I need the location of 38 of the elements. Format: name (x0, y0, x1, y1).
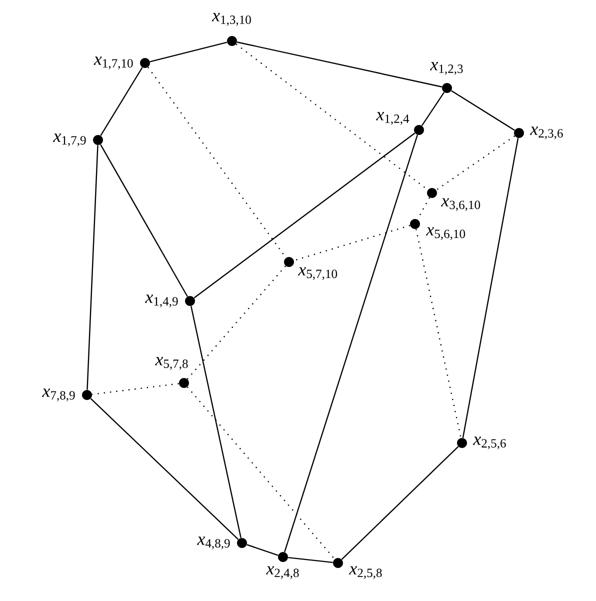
vertex-label: x$_{2,4,8}$ (266, 566, 299, 579)
edge-line (86, 145, 98, 390)
vertex-label: x$_{1,4,9}$ (145, 294, 178, 308)
dotted-edge (436, 135, 516, 191)
edge-line (288, 556, 333, 564)
dotted-edge (416, 228, 462, 438)
vertex-label: x$_{5,7,10}$ (298, 267, 338, 280)
dotted-edge (294, 224, 410, 262)
vertex-label: x$_{4,8,9}$ (197, 536, 230, 550)
edge-line (150, 42, 228, 62)
edge-line (100, 67, 143, 136)
vertex-label: x$_{1,7,9}$ (53, 134, 86, 146)
dotted-edge (186, 266, 286, 380)
edge-line (462, 138, 519, 438)
edge-line (246, 544, 278, 556)
edge-line (100, 144, 188, 297)
edge-line (284, 134, 418, 552)
edge-line (236, 42, 442, 88)
vertex-label: x$_{1,2,3}$ (430, 62, 463, 75)
edge-line (451, 90, 515, 131)
vertex-label: x$_{2,5,6}$ (472, 436, 506, 450)
edge-line (190, 306, 242, 538)
vertex-label: x$_{5,7,8}$ (155, 357, 188, 370)
edge-line (341, 446, 459, 560)
vertex-label: x$_{1,3,10}$ (212, 13, 251, 26)
edge-line (90, 398, 239, 540)
vertex-label: x$_{3,6,10}$ (440, 198, 480, 211)
vertex-label: x$_{1,7,10}$ (94, 56, 133, 70)
dotted-edge (92, 383, 179, 395)
vertex-label: x$_{5,6,10}$ (426, 227, 466, 240)
vertex-label: x$_{1,2,4}$ (376, 112, 410, 125)
edge-line (421, 92, 445, 126)
vertex-label: x$_{2,5,8}$ (348, 566, 382, 579)
vertex-label: x$_{2,3,6}$ (530, 126, 563, 140)
vertex-label: x$_{7,8,9}$ (42, 388, 75, 402)
dotted-edge (416, 197, 430, 220)
edge-line (194, 132, 416, 298)
dotted-edge (186, 386, 336, 560)
